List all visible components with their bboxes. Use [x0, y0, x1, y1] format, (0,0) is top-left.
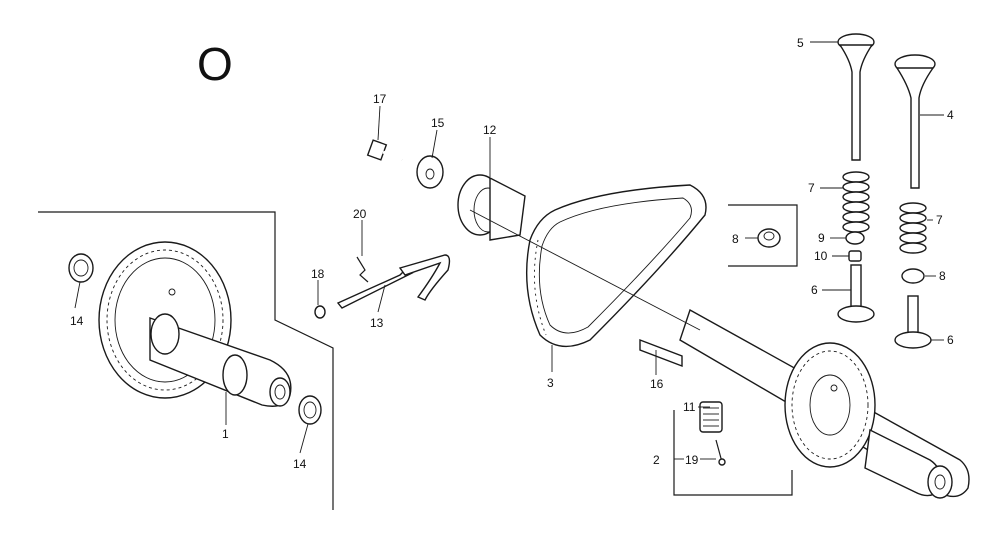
valve-4 [894, 54, 936, 189]
washer-left [68, 253, 94, 283]
callout-14-left: 14 [70, 314, 84, 328]
callout-10: 10 [814, 249, 828, 263]
callout-9: 9 [818, 231, 825, 245]
washer-right [298, 395, 322, 425]
callout-7-right: 7 [936, 213, 943, 227]
callout-16: 16 [650, 377, 664, 391]
callout-14-right: 14 [293, 457, 307, 471]
callout-3: 3 [547, 376, 554, 390]
bolt-17 [366, 139, 403, 162]
key-16 [639, 338, 683, 368]
retainer-9 [845, 231, 865, 245]
washer-18 [314, 305, 326, 319]
callout-6-right: 6 [947, 333, 954, 347]
assembly-centerline [469, 209, 701, 331]
callout-8-box: 8 [732, 232, 739, 246]
tappet-6-left [837, 264, 875, 323]
callout-18: 18 [311, 267, 325, 281]
callout-17: 17 [373, 92, 387, 106]
tappet-6-right [894, 295, 932, 349]
callout-15: 15 [431, 116, 445, 130]
callout-19: 19 [685, 453, 699, 467]
valve-spring-left [842, 171, 870, 233]
camshaft-gear-assembly [98, 241, 292, 407]
bracket-part-2 [673, 410, 793, 496]
timing-chain-3 [526, 184, 707, 348]
part-11-spring [699, 401, 723, 433]
tensioner-lever-13 [336, 254, 451, 309]
callout-2: 2 [653, 453, 660, 467]
camshaft-sprocket-assembly [679, 308, 970, 499]
callout-8-right: 8 [939, 269, 946, 283]
valve-spring-right [899, 202, 927, 254]
cotter-10 [848, 250, 862, 262]
callout-11: 11 [683, 400, 696, 414]
callout-4: 4 [947, 108, 954, 122]
valve-5 [837, 33, 875, 161]
part-19-pin [715, 439, 726, 466]
retainer-8 [901, 268, 925, 284]
washer-15 [416, 155, 444, 189]
callout-7-left: 7 [808, 181, 815, 195]
chain-tensioner-12 [457, 174, 526, 241]
callout-12: 12 [483, 123, 497, 137]
callout-5: 5 [797, 36, 804, 50]
leader-lines [74, 41, 944, 460]
callout-6-left: 6 [811, 283, 818, 297]
callout-13: 13 [370, 316, 384, 330]
callout-1: 1 [222, 427, 229, 441]
engine-case-outline [38, 211, 334, 510]
pin-20 [356, 256, 369, 283]
callout-20: 20 [353, 207, 367, 221]
section-letter: O [197, 38, 233, 90]
